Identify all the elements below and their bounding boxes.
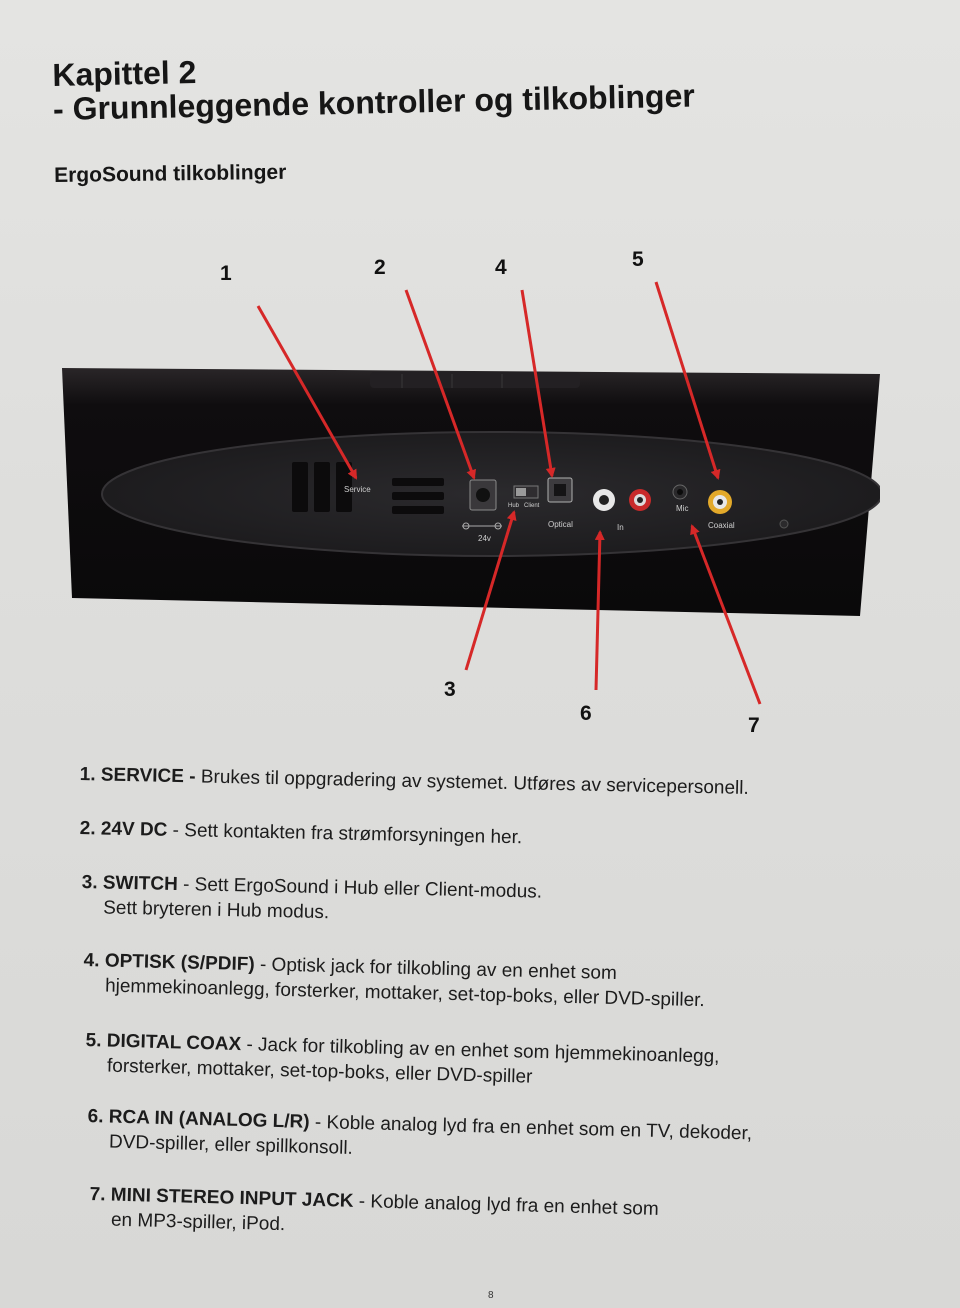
device-connector-panel — [62, 368, 880, 616]
port-label-in: In — [617, 523, 624, 532]
item-3: 3. SWITCH - Sett ErgoSound i Hub eller C… — [81, 870, 543, 930]
callout-number-3: 3 — [444, 678, 456, 701]
item-number: 4. — [83, 949, 100, 972]
section-title: ErgoSound tilkoblinger — [54, 160, 287, 187]
port-label-coaxial: Coaxial — [708, 521, 735, 530]
port-label-client: Client — [524, 503, 540, 509]
port-label-mic: Mic — [676, 504, 689, 513]
item-text: - Sett kontakten fra strømforsyningen he… — [167, 819, 523, 849]
item-term: DIGITAL COAX — [106, 1030, 242, 1056]
item-number: 6. — [87, 1105, 104, 1128]
item-7: 7. MINI STEREO INPUT JACK - Koble analog… — [89, 1182, 659, 1247]
item-5: 5. DIGITAL COAX - Jack for tilkobling av… — [85, 1028, 720, 1095]
port-label-optical: Optical — [548, 520, 573, 529]
callout-number-5: 5 — [632, 248, 644, 271]
callout-number-4: 4 — [495, 256, 507, 279]
callout-number-7: 7 — [748, 714, 760, 737]
port-label-power: 24v — [478, 534, 491, 543]
item-term: 24V DC — [100, 818, 168, 841]
callout-number-1: 1 — [220, 262, 232, 285]
item-term: RCA IN (ANALOG L/R) — [108, 1106, 310, 1133]
chapter-heading: Kapittel 2 - Grunnleggende kontroller og… — [52, 45, 695, 127]
port-label-service: Service — [344, 485, 371, 494]
callout-number-2: 2 — [374, 256, 386, 279]
item-number: 3. — [81, 871, 98, 894]
item-number: 7. — [89, 1183, 106, 1206]
item-6: 6. RCA IN (ANALOG L/R) - Koble analog ly… — [87, 1104, 753, 1171]
item-4: 4. OPTISK (S/PDIF) - Optisk jack for til… — [83, 948, 706, 1013]
item-number: 2. — [79, 817, 96, 840]
item-2: 2. 24V DC - Sett kontakten fra strømfors… — [79, 816, 523, 850]
port-label-hub: Hub — [508, 503, 520, 509]
item-1: 1. SERVICE - Brukes til oppgradering av … — [79, 762, 749, 801]
item-term: SWITCH — [102, 872, 179, 896]
item-text: Brukes til oppgradering av systemet. Utf… — [195, 766, 749, 800]
item-term: SERVICE - — [100, 764, 196, 788]
item-number: 1. — [79, 763, 96, 786]
item-term: OPTISK (S/PDIF) — [104, 950, 255, 976]
item-number: 5. — [85, 1029, 102, 1052]
page-number: 8 — [488, 1290, 494, 1301]
callout-number-6: 6 — [580, 702, 592, 725]
